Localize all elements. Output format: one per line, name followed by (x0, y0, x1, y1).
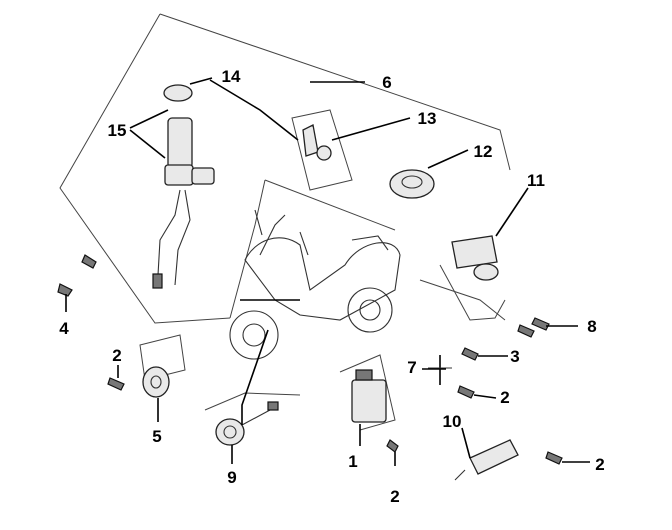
cdi-bracket (439, 235, 506, 321)
callout-labels: 1 2 2 2 2 3 4 5 6 7 8 9 10 11 12 13 14 1… (59, 67, 604, 506)
condenser (454, 439, 519, 481)
callout-11: 11 (527, 171, 545, 190)
assembly-frame (59, 13, 511, 324)
callout-13: 13 (418, 109, 437, 128)
flasher-relay (204, 392, 301, 446)
cdi-unit (339, 354, 396, 431)
ignition-switch (152, 84, 215, 289)
callout-14: 14 (222, 67, 241, 86)
bolt-group (57, 254, 563, 465)
callout-7: 7 (407, 358, 416, 377)
callout-1: 1 (348, 452, 357, 471)
pin (428, 355, 452, 385)
callout-6: 6 (382, 73, 391, 92)
callout-2-bottom: 2 (390, 487, 399, 506)
callout-2-mid: 2 (500, 388, 509, 407)
callout-3: 3 (510, 347, 519, 366)
callout-10: 10 (443, 412, 462, 431)
callout-15: 15 (108, 121, 127, 140)
callout-2-right: 2 (595, 455, 604, 474)
scooter-outline (229, 209, 401, 360)
callout-2-left: 2 (112, 346, 121, 365)
callout-4: 4 (59, 319, 69, 338)
horn (139, 334, 186, 398)
callout-8: 8 (587, 317, 596, 336)
callout-9: 9 (227, 468, 236, 487)
seat-lock (389, 169, 435, 199)
callout-12: 12 (474, 142, 493, 161)
leader-lines (65, 77, 590, 466)
key-set (291, 109, 353, 191)
callout-5: 5 (152, 427, 161, 446)
